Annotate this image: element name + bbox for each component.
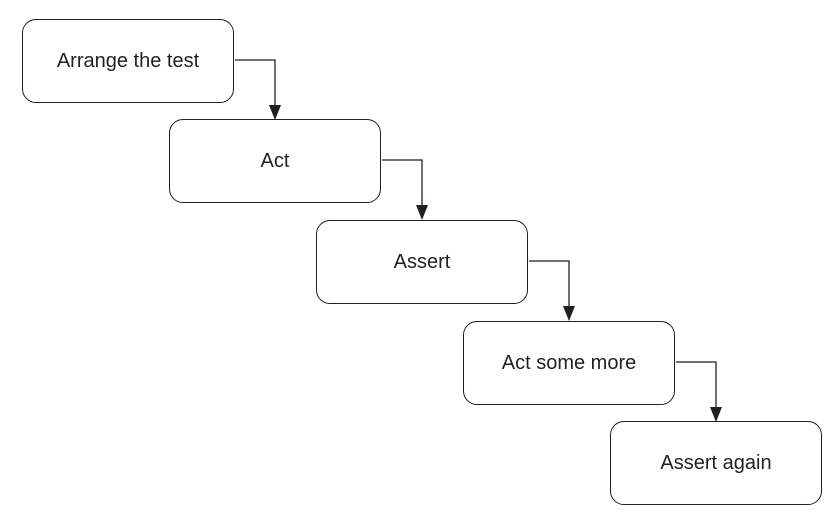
step-assert-again-box: Assert again xyxy=(610,421,822,505)
step-assert-again-label: Assert again xyxy=(660,451,772,474)
connector-4-to-5 xyxy=(676,361,717,412)
arrowhead-1 xyxy=(269,105,281,120)
arrowhead-3 xyxy=(563,306,575,321)
step-arrange-label: Arrange the test xyxy=(56,49,200,72)
step-assert-box: Assert xyxy=(316,220,528,304)
step-act-label: Act xyxy=(260,149,290,172)
step-act-more-box: Act some more xyxy=(463,321,675,405)
arrowhead-4 xyxy=(710,407,722,422)
step-act-box: Act xyxy=(169,119,381,203)
step-assert-label: Assert xyxy=(393,250,451,273)
step-arrange-box: Arrange the test xyxy=(22,19,234,103)
arrowhead-2 xyxy=(416,205,428,220)
step-act-more-label: Act some more xyxy=(501,351,637,374)
connector-3-to-4 xyxy=(529,260,570,311)
connector-2-to-3 xyxy=(382,159,423,210)
connector-1-to-2 xyxy=(235,59,276,110)
